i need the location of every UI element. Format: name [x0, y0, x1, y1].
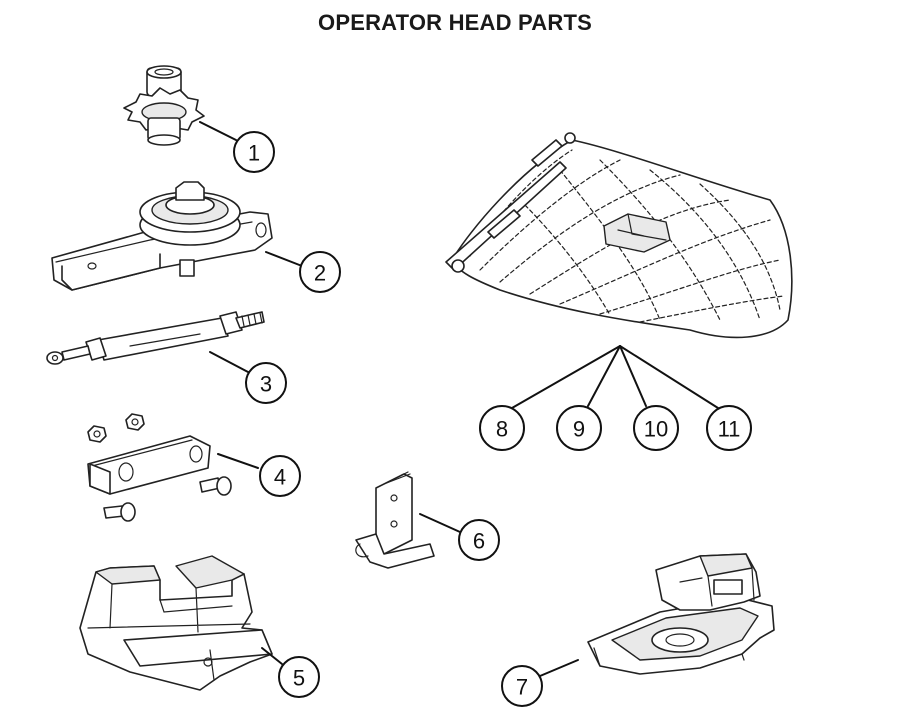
callout-5: 5 — [278, 656, 320, 698]
drive-sprocket-icon — [123, 65, 205, 146]
callout-number: 3 — [260, 372, 272, 397]
hinge-clip-icon — [355, 471, 435, 569]
callout-number: 9 — [573, 417, 585, 442]
callout-number: 5 — [293, 666, 305, 691]
chain-guide-base-icon — [587, 553, 775, 675]
idler-pulley-bracket-icon — [51, 181, 273, 291]
callout-number: 7 — [516, 675, 528, 700]
callout-4: 4 — [259, 455, 301, 497]
callout-7: 7 — [501, 665, 543, 707]
callout-2: 2 — [299, 251, 341, 293]
chain-assembly-icon — [445, 132, 793, 339]
callout-number: 4 — [274, 465, 286, 490]
callout-number: 11 — [718, 417, 741, 442]
callout-number: 2 — [314, 261, 326, 286]
callout-number: 10 — [644, 417, 668, 442]
callout-number: 6 — [473, 529, 485, 554]
trolley-carriage-icon — [79, 555, 273, 691]
callout-3: 3 — [245, 362, 287, 404]
callout-6: 6 — [458, 519, 500, 561]
callout-9: 9 — [556, 405, 602, 451]
bracket-with-nuts-and-screws-icon — [87, 413, 232, 522]
callout-10: 10 — [633, 405, 679, 451]
callout-number: 1 — [248, 141, 260, 166]
leader-lines — [199, 121, 719, 677]
callout-11: 11 — [706, 405, 752, 451]
page-title: OPERATOR HEAD PARTS — [318, 10, 592, 35]
callout-8: 8 — [479, 405, 525, 451]
chain-tensioner-rod-icon — [46, 311, 265, 365]
callout-1: 1 — [233, 131, 275, 173]
callout-number: 8 — [496, 417, 508, 442]
